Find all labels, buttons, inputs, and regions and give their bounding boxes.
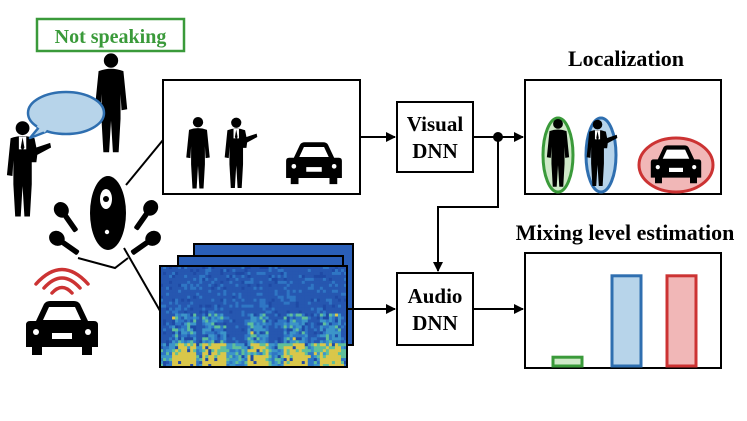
flow-arrows [347, 132, 524, 314]
not-speaking-label-box [35, 17, 186, 53]
spectrogram-stack [159, 243, 354, 368]
visual-dnn-label-line1: Visual [407, 112, 464, 136]
speaking-person-icon [6, 121, 52, 217]
scene-left: Not speaking [6, 17, 186, 355]
localization-title: Localization [568, 46, 684, 71]
arrow-visual-to-audio [433, 137, 499, 272]
mixing-bars [551, 274, 698, 368]
mixing-bar-2 [610, 274, 643, 368]
visual-dnn-box [396, 101, 474, 173]
left-car-icon [26, 301, 98, 355]
visual-dnn-label-line2: DNN [412, 139, 458, 163]
speech-bubble-icon [26, 90, 106, 140]
sound-waves-icon [34, 267, 90, 295]
robot-microphone-array-icon [46, 176, 164, 270]
mixing-bar-3 [665, 274, 698, 368]
mixing-title: Mixing level estimation [516, 220, 735, 245]
connector-robot-to-frame [125, 139, 164, 186]
connector-robot-to-spectrogram [123, 247, 164, 317]
audio-dnn-label-line2: DNN [412, 311, 458, 335]
mixing-bar-1 [551, 355, 584, 368]
not-speaking-label: Not speaking [55, 26, 167, 48]
audio-dnn-label-line1: Audio [408, 284, 463, 308]
branch-junction-dot [493, 132, 503, 142]
